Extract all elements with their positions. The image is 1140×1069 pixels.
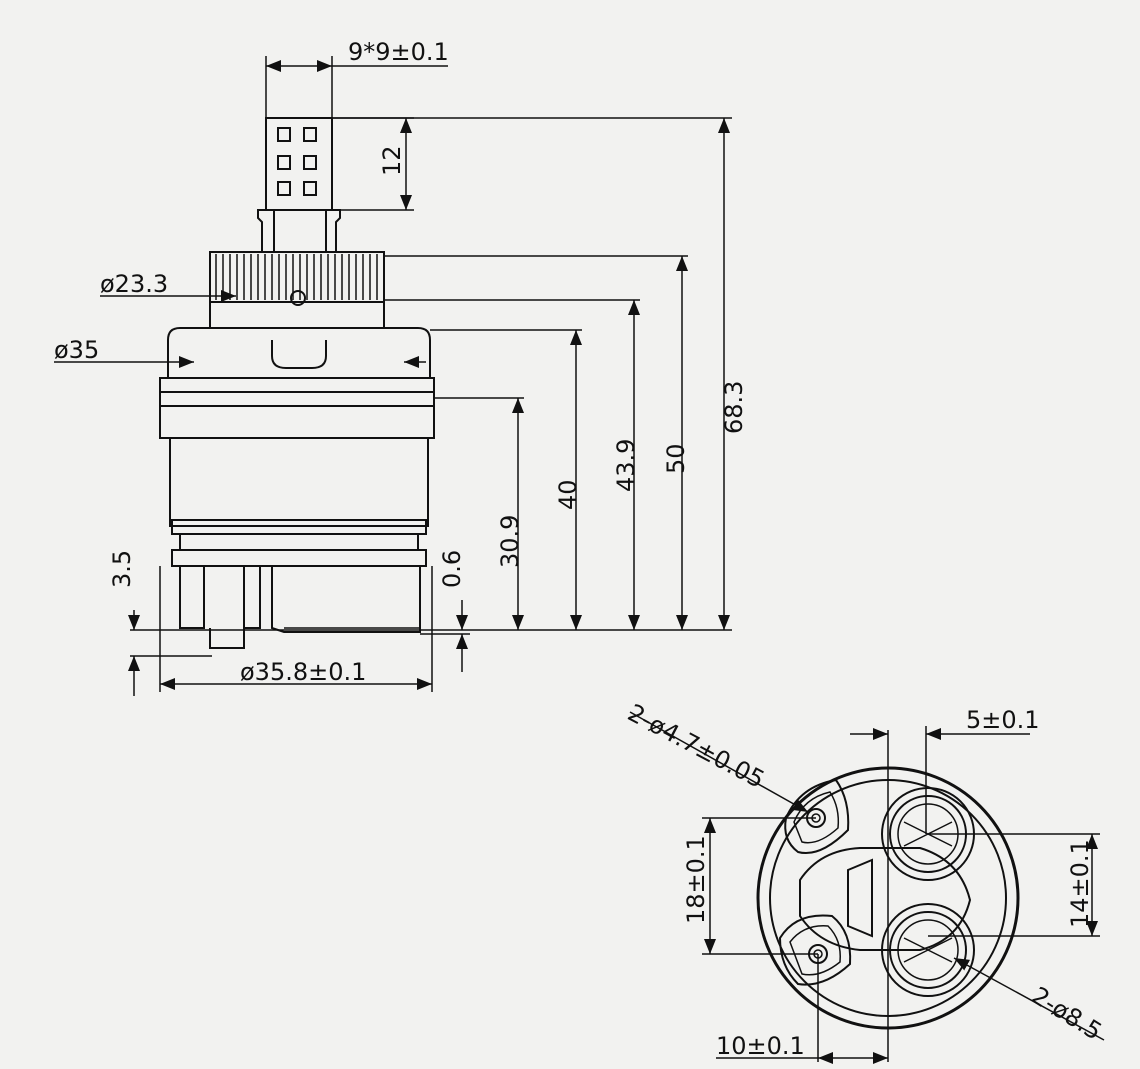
dim-bottom-diameter: ø35.8±0.1 bbox=[159, 566, 433, 692]
bottom-legs bbox=[179, 566, 421, 649]
inlet-hole-top bbox=[784, 778, 850, 854]
upper-body bbox=[159, 327, 435, 439]
label-stem-height: 12 bbox=[378, 145, 406, 176]
dim-3-5: 3.5 bbox=[108, 550, 212, 696]
label-0-6: 0.6 bbox=[438, 550, 466, 588]
label-large-holes: 2-ø8.5 bbox=[1027, 981, 1107, 1045]
label-bottom-diameter: ø35.8±0.1 bbox=[240, 658, 366, 686]
dim-stem-width: 9*9±0.1 bbox=[265, 38, 449, 118]
label-ring-diameter: ø23.3 bbox=[100, 270, 168, 298]
knurled-ring bbox=[209, 251, 385, 329]
dim-top-diameter: ø35 bbox=[54, 336, 426, 368]
label-top-diameter: ø35 bbox=[54, 336, 99, 364]
dim-ring-diameter: ø23.3 bbox=[100, 270, 236, 302]
label-40: 40 bbox=[554, 479, 582, 510]
label-30-9: 30.9 bbox=[496, 515, 524, 568]
dim-stem-height: 12 bbox=[332, 117, 414, 211]
bottom-view: 2-ø4.7±0.05 5±0.1 18±0.1 14±0.1 2-ø bbox=[623, 699, 1107, 1064]
dim-heights: 68.3 50 43.9 40 30.9 bbox=[130, 117, 748, 631]
middle-body bbox=[169, 437, 429, 567]
inlet-hole-bottom bbox=[778, 914, 852, 986]
dim-small-holes: 2-ø4.7±0.05 bbox=[623, 699, 809, 813]
side-view: 9*9±0.1 12 ø23.3 ø35 bbox=[54, 38, 748, 696]
dim-14: 14±0.1 bbox=[928, 833, 1100, 937]
label-5: 5±0.1 bbox=[966, 706, 1040, 734]
dim-10: 10±0.1 bbox=[716, 954, 888, 1064]
label-small-holes: 2-ø4.7±0.05 bbox=[623, 699, 769, 794]
dim-18: 18±0.1 bbox=[682, 817, 818, 955]
outlet-hole-bottom bbox=[881, 903, 975, 997]
label-43-9: 43.9 bbox=[612, 439, 640, 492]
label-stem-size: 9*9±0.1 bbox=[348, 38, 449, 66]
label-18: 18±0.1 bbox=[682, 835, 710, 924]
label-14: 14±0.1 bbox=[1066, 839, 1094, 928]
dim-0-6: 0.6 bbox=[420, 550, 470, 672]
stem bbox=[257, 117, 341, 252]
label-10: 10±0.1 bbox=[716, 1032, 805, 1060]
label-50: 50 bbox=[662, 443, 690, 474]
label-68-3: 68.3 bbox=[720, 381, 748, 434]
label-3-5: 3.5 bbox=[108, 550, 136, 588]
dim-5: 5±0.1 bbox=[850, 706, 1040, 1062]
dim-large-holes: 2-ø8.5 bbox=[953, 957, 1107, 1046]
